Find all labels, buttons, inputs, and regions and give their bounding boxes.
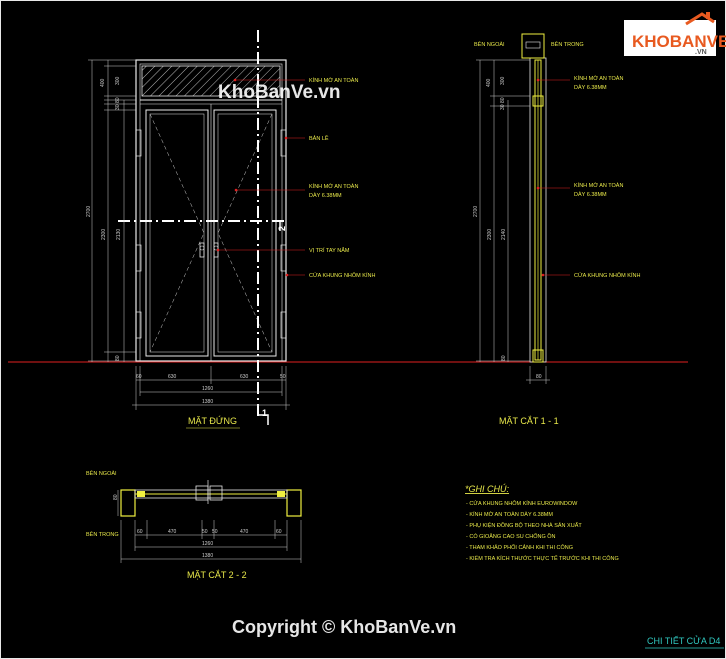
note-item: - KÍNH MỜ AN TOÀN DÀY 6.38MM [466, 511, 553, 518]
dim-sec11-2300: 2300 [487, 229, 493, 240]
note-item: - PHỤ KIỆN ĐỒNG BỘ THEO NHÀ SẢN XUẤT [466, 521, 582, 529]
section11-dimension-lines [476, 59, 550, 384]
notes-title: *GHI CHÚ: [465, 484, 510, 494]
dim-sec11-80-bottom: 80 [501, 355, 507, 361]
dim-elev-1260: 1260 [202, 386, 213, 392]
section22-jamb-right [286, 489, 302, 517]
label-glass-main-line1: KÍNH MỜ AN TOÀN [309, 183, 358, 190]
elevation-bottom-dimension-lines [132, 366, 290, 410]
logo-brand-text: KHOBANVE [632, 32, 726, 51]
dim-elev-630-right: 630 [240, 374, 249, 380]
dim-elev-1380: 1380 [202, 399, 213, 405]
dim-elev-30: 30 [115, 104, 121, 110]
dim-elev-50: 50 [280, 374, 286, 380]
dim-sec22-50-b: 50 [212, 529, 218, 535]
dim-elev-2130: 2130 [116, 229, 122, 240]
section22-dimension-lines [117, 490, 302, 563]
dim-elev-300: 300 [115, 76, 121, 85]
section22-inside-label: BÊN TRONG [86, 530, 119, 538]
section11-label-glass-top-1: KÍNH MỜ AN TOÀN [574, 75, 623, 82]
section22-outside-label: BÊN NGOÀI [86, 469, 117, 477]
logo-domain-text: .VN [695, 49, 707, 56]
dim-sec22-470-left: 470 [168, 529, 177, 535]
dim-elev-400: 400 [100, 78, 106, 87]
dim-elev-2700: 2700 [86, 206, 92, 217]
dim-sec22-depth: 80 [113, 494, 119, 500]
dim-elev-2300: 2300 [101, 229, 107, 240]
dim-sec11-300: 300 [500, 76, 506, 85]
label-glass-main-line2: DÀY 6.38MM [309, 192, 342, 199]
door-leaf-right [213, 109, 277, 357]
dim-sec22-1260: 1260 [202, 541, 213, 547]
dim-sec11-2140: 2140 [501, 229, 507, 240]
logo-background [624, 20, 716, 56]
house-icon [685, 12, 715, 26]
dim-sec11-400: 400 [486, 78, 492, 87]
dim-sec11-depth: 80 [536, 374, 542, 380]
hinge-markers [135, 129, 287, 339]
logo: KHOBANVE .VN [624, 12, 726, 56]
dim-sec11-2700: 2700 [473, 206, 479, 217]
section11-label-glass-main-2: DÀY 6.38MM [574, 191, 607, 198]
dim-elev-630-left: 630 [168, 374, 177, 380]
swing-line-left [149, 113, 205, 353]
dim-sec22-60-right: 60 [276, 529, 282, 535]
section11-leaders [538, 79, 570, 276]
swing-line-right [217, 113, 273, 353]
elevation-view: 2 1 400 300 80 30 2700 2300 2130 80 [86, 30, 375, 429]
label-handle-position: VỊ TRÍ TAY NẮM [309, 246, 350, 254]
sheet-title: CHI TIẾT CỬA D4 [647, 635, 720, 646]
section11-label-glass-main-1: KÍNH MỜ AN TOÀN [574, 182, 623, 189]
watermark-top: KhoBanVe.vn [218, 82, 340, 103]
section11-label-frame: CỬA KHUNG NHÔM KÍNH [574, 272, 640, 279]
dim-sec22-50-a: 50 [202, 529, 208, 535]
elevation-title: MẶT ĐỨNG [188, 416, 237, 426]
dim-sec22-470-right: 470 [240, 529, 249, 535]
note-item: - KIỂM TRA KÍCH THƯỚC THỰC TẾ TRƯỚC KHI … [466, 555, 619, 562]
section-2-2-view: BÊN NGOÀI BÊN TRONG 80 60 470 50 50 470 … [86, 469, 302, 580]
elevation-left-dimension-lines [88, 59, 136, 362]
section-1-arrow [258, 414, 269, 425]
note-item: - CÓ GIOĂNG CAO SU CHỐNG ỒN [466, 533, 556, 540]
section-1-1-view: BÊN NGOÀI BÊN TRONG 400 300 80 30 2700 2… [473, 33, 640, 426]
section11-outside-label: BÊN NGOÀI [474, 40, 505, 48]
section11-label-glass-top-2: DÀY 6.38MM [574, 84, 607, 91]
section22-jamb-left [120, 489, 136, 517]
notes-block: *GHI CHÚ: - CỬA KHUNG NHÔM KÍNH EUROWIND… [465, 484, 619, 562]
label-glass-top: KÍNH MỜ AN TOÀN [309, 77, 358, 84]
section11-inside-label: BÊN TRONG [551, 40, 584, 48]
section11-title: MẶT CẮT 1 - 1 [499, 416, 559, 426]
door-handle-icon [199, 242, 219, 258]
dim-elev-80a: 80 [115, 97, 121, 103]
dim-elev-80-bottom: 80 [115, 355, 121, 361]
elevation-leaders [218, 79, 305, 276]
dim-sec22-60-left: 60 [137, 529, 143, 535]
door-leaf-left [145, 109, 209, 357]
dim-sec11-80: 80 [500, 97, 506, 103]
watermark-bottom: Copyright © KhoBanVe.vn [232, 617, 456, 637]
label-frame: CỬA KHUNG NHÔM KÍNH [309, 272, 375, 279]
dim-elev-60: 60 [136, 374, 142, 380]
label-hinge: BẢN LỀ [309, 135, 329, 142]
note-item: - THAM KHẢO PHỐI CẢNH KHI THI CÔNG [466, 544, 573, 551]
section-1-marker: 1 [262, 408, 267, 418]
section-2-marker: 2 [277, 226, 287, 231]
dim-sec22-1380: 1380 [202, 553, 213, 559]
section11-transom-joint [532, 95, 544, 107]
section22-title: MẶT CẮT 2 - 2 [187, 570, 247, 580]
note-item: - CỬA KHUNG NHÔM KÍNH EUROWINDOW [466, 500, 578, 507]
section11-head-detail [521, 33, 545, 59]
section11-sill [532, 349, 544, 363]
dim-sec11-30: 30 [500, 104, 506, 110]
